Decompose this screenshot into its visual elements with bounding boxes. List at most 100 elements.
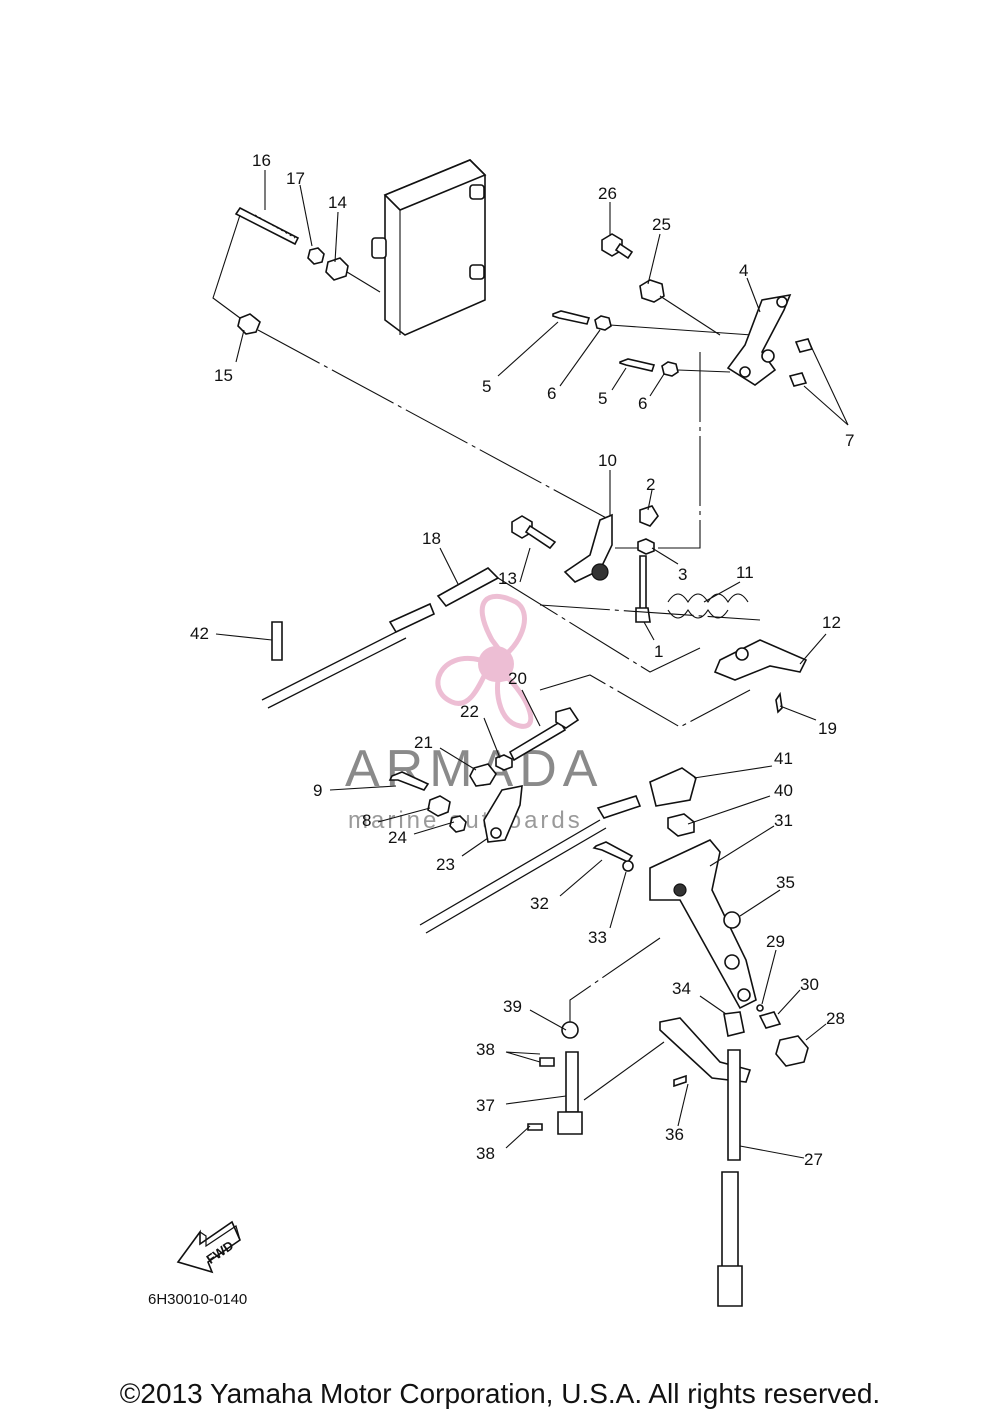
electrical-box [371,159,487,336]
callout-12: 12 [822,613,841,632]
callout-6-b: 6 [638,394,647,413]
callout-2: 2 [646,475,655,494]
lever-23 [483,785,523,843]
bushing-7-a [794,338,814,353]
bushing-7-b [788,372,808,387]
callout-21: 21 [414,733,433,752]
plug-28 [775,1035,809,1067]
clip-42 [271,621,283,661]
spring-30 [758,1011,782,1029]
nut-22 [495,754,513,771]
callout-29: 29 [766,932,785,951]
callout-labels: 1 2 3 4 5 5 6 6 7 8 9 10 11 12 13 14 15 … [190,151,854,1169]
callout-42: 42 [190,624,209,643]
callout-24: 24 [388,828,407,847]
callout-28: 28 [826,1009,845,1028]
collar-14 [325,257,349,281]
watermark-brand: ARMADA [345,740,603,798]
ball-29 [756,1004,764,1012]
callout-19: 19 [818,719,837,738]
rod-20 [508,707,580,762]
fwd-arrow-icon: FWD [176,1220,242,1274]
callout-38-a: 38 [476,1040,495,1059]
callout-33: 33 [588,928,607,947]
callout-3: 3 [678,565,687,584]
callout-27: 27 [804,1150,823,1169]
bolt-5-b [619,358,656,372]
callout-23: 23 [436,855,455,874]
nut-3 [637,538,655,555]
callout-17: 17 [286,169,305,188]
callout-31: 31 [774,811,793,830]
callout-40: 40 [774,781,793,800]
propeller-watermark-icon [435,593,534,729]
collar-8 [427,795,451,817]
washer-24 [449,815,467,833]
callout-7: 7 [845,431,854,450]
bolt-16 [234,206,300,246]
bolt-13 [511,515,557,550]
callout-30: 30 [800,975,819,994]
callout-5-b: 5 [598,389,607,408]
collar-21 [469,763,497,787]
pin-36 [673,1074,687,1088]
callout-14: 14 [328,193,347,212]
callout-18: 18 [422,529,441,548]
nut-17 [307,247,325,265]
clip-2 [639,505,659,527]
callout-22: 22 [460,702,479,721]
nut-6-b [661,361,679,377]
callout-10: 10 [598,451,617,470]
bushing-40 [667,813,695,837]
washer-35 [723,911,741,929]
callout-32: 32 [530,894,549,913]
shift-rod-37 [557,1051,583,1135]
spring-11 [667,593,749,619]
callout-6-a: 6 [547,384,556,403]
shift-cable-upper [261,602,436,709]
callout-41: 41 [774,749,793,768]
callout-9: 9 [313,781,322,800]
cable-joint-41 [649,767,697,807]
nut-6-a [594,315,612,331]
callout-25: 25 [652,215,671,234]
callout-39: 39 [503,997,522,1016]
clip-38-a [539,1057,555,1067]
link-lever-4 [726,293,792,386]
clip-38-b [527,1123,543,1131]
callout-26: 26 [598,184,617,203]
callout-4: 4 [739,261,748,280]
callout-8: 8 [362,811,371,830]
callout-36: 36 [665,1125,684,1144]
callout-34: 34 [672,979,691,998]
callout-37: 37 [476,1096,495,1115]
shift-cable-lower [419,795,642,934]
callout-38-b: 38 [476,1144,495,1163]
bolt-32 [592,841,634,864]
callout-13: 13 [498,569,517,588]
lever-12 [713,639,808,681]
copyright-footer: ©2013 Yamaha Motor Corporation, U.S.A. A… [119,1378,881,1409]
collar-25 [639,279,665,303]
callout-16: 16 [252,151,271,170]
diagram-code: 6H30010-0140 [148,1291,247,1308]
callout-20: 20 [508,669,527,688]
callout-35: 35 [776,873,795,892]
callout-15: 15 [214,366,233,385]
bolt-9 [388,771,430,791]
pin-19 [775,691,783,714]
callout-5-a: 5 [482,377,491,396]
callout-11: 11 [736,563,754,582]
bolt-5-a [552,310,591,325]
washer-39 [561,1021,579,1039]
callout-1: 1 [654,642,663,661]
lever-10 [563,513,613,583]
shift-shaft-27 [717,1049,743,1307]
bushing-34 [723,1011,745,1037]
washer-33 [622,860,634,872]
bolt-26 [601,233,634,260]
shift-arm-31 [649,839,757,1010]
clip-15 [237,313,261,335]
